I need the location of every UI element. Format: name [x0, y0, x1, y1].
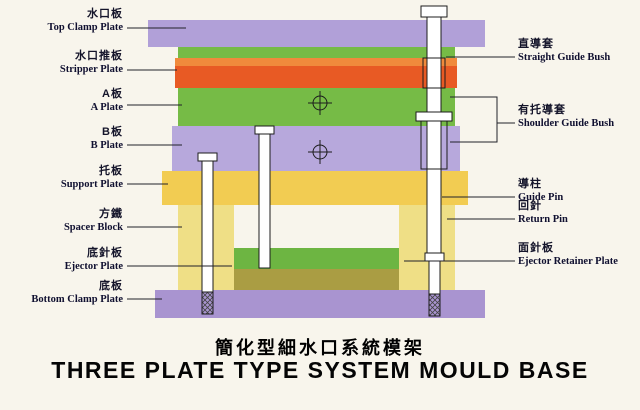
label-return-pin: 回針 Return Pin — [518, 200, 639, 226]
label-zh: 底板 — [99, 280, 123, 292]
label-zh: A板 — [102, 88, 123, 100]
label-spacer-block: 方鐵 Spacer Block — [4, 208, 123, 234]
label-zh: 有托導套 — [518, 104, 566, 116]
title-chinese: 簡化型細水口系統模架 — [215, 338, 425, 358]
label-en: A Plate — [90, 102, 123, 113]
label-en: Return Pin — [518, 214, 568, 225]
label-ejector-plate: 底針板 Ejector Plate — [4, 247, 123, 273]
return-pin-thread — [428, 293, 441, 317]
label-support-plate: 托板 Support Plate — [4, 165, 123, 191]
guide-pin-head — [420, 5, 448, 18]
label-zh: 直導套 — [518, 38, 554, 50]
left-pin-thread — [201, 291, 214, 315]
ejector-retainer-plate — [234, 248, 399, 269]
label-en: Ejector Retainer Plate — [518, 256, 618, 267]
a-plate — [178, 88, 455, 126]
runner-strip-plate — [178, 47, 455, 58]
label-a-plate: A板 A Plate — [4, 88, 123, 114]
ejector-plate — [234, 269, 399, 290]
label-en: Ejector Plate — [64, 261, 123, 272]
label-en: Shoulder Guide Bush — [518, 118, 615, 129]
left-pin-shaft — [201, 160, 214, 293]
label-top-clamp-plate: 水口板 Top Clamp Plate — [4, 8, 123, 34]
left-pin — [197, 152, 218, 315]
middle-pin-shaft — [258, 133, 271, 269]
label-en: Bottom Clamp Plate — [31, 294, 123, 305]
shoulder-guide-bush-flange — [415, 111, 453, 122]
label-zh: 水口板 — [87, 8, 123, 20]
label-ejector-retainer-plate: 面針板 Ejector Retainer Plate — [518, 242, 639, 268]
middle-pin-head — [254, 125, 275, 135]
label-zh: 導柱 — [518, 178, 542, 190]
stripper-plate-top — [175, 58, 457, 66]
return-pin-head — [424, 252, 445, 262]
screw-hole-symbols — [308, 91, 332, 164]
label-zh: 面針板 — [518, 242, 554, 254]
label-en: Support Plate — [60, 179, 123, 190]
leader-lines — [127, 27, 515, 300]
label-zh: 托板 — [99, 165, 123, 177]
label-en: Stripper Plate — [59, 64, 123, 75]
label-zh: 水口推板 — [75, 50, 123, 62]
label-zh: 方鐵 — [99, 208, 123, 220]
label-en: Guide Pin — [518, 192, 564, 203]
label-straight-guide-bush: 直導套 Straight Guide Bush — [518, 38, 639, 64]
label-zh: B板 — [102, 126, 123, 138]
label-bottom-clamp-plate: 底板 Bottom Clamp Plate — [4, 280, 123, 306]
label-en: B Plate — [90, 140, 123, 151]
label-guide-pin: 導柱 Guide Pin — [518, 178, 639, 204]
label-en: Top Clamp Plate — [47, 22, 123, 33]
label-b-plate: B板 B Plate — [4, 126, 123, 152]
return-pin-shaft — [428, 260, 441, 295]
guide-pin-shaft — [426, 16, 442, 254]
title-english: THREE PLATE TYPE SYSTEM MOULD BASE — [51, 357, 589, 383]
label-en: Straight Guide Bush — [518, 52, 611, 63]
b-plate — [172, 126, 460, 171]
label-zh: 回針 — [518, 200, 542, 212]
shoulder-guide-bush-body — [420, 120, 448, 170]
middle-pin — [254, 125, 275, 269]
label-shoulder-guide-bush: 有托導套 Shoulder Guide Bush — [518, 104, 639, 130]
label-zh: 底針板 — [87, 247, 123, 259]
bracket-shoulder-bush — [450, 96, 498, 143]
straight-guide-bush — [422, 57, 446, 89]
left-pin-head — [197, 152, 218, 162]
label-stripper-plate: 水口推板 Stripper Plate — [4, 50, 123, 76]
label-en: Spacer Block — [63, 222, 123, 233]
